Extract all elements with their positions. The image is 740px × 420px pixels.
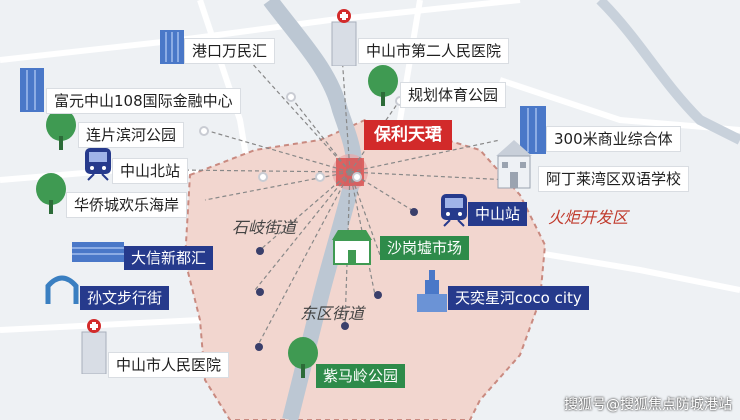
map-dot: [256, 247, 264, 255]
hospital-icon: [331, 9, 357, 66]
tree-icon: [288, 337, 318, 378]
poi-label-tianyi[interactable]: 天奕星河coco city: [448, 286, 589, 310]
map-dot: [255, 343, 263, 351]
building-icon: [160, 30, 184, 64]
poi-label-huaqiao[interactable]: 华侨城欢乐海岸: [66, 192, 188, 218]
map-dot: [199, 126, 209, 136]
poi-label-daxin[interactable]: 大信新都汇: [124, 246, 214, 270]
map-dot: [341, 322, 349, 330]
poi-label-shangye[interactable]: 300米商业综合体: [546, 126, 681, 152]
map-dot: [374, 291, 382, 299]
poi-label-sports-park[interactable]: 规划体育公园: [400, 82, 507, 108]
poi-label-hospital[interactable]: 中山市人民医院: [108, 352, 230, 378]
poi-label-zhongshan-station[interactable]: 中山站: [468, 202, 528, 226]
poi-label-north-station[interactable]: 中山北站: [112, 158, 189, 184]
district-label-dongqu: 东区街道: [300, 304, 365, 323]
market-icon: [332, 230, 372, 265]
poi-label-adingley[interactable]: 阿丁莱湾区双语学校: [538, 166, 690, 192]
poi-label-sunwen[interactable]: 孙文步行街: [80, 286, 170, 310]
map-dot: [286, 92, 296, 102]
watermark: 搜狐号@搜狐焦点防城港站: [564, 397, 732, 413]
poi-label-lianpian[interactable]: 连片滨河公园: [78, 122, 185, 148]
map-dot: [256, 288, 264, 296]
tower-icon: [417, 270, 447, 312]
map-dot: [352, 172, 362, 182]
building-icon: [520, 106, 546, 154]
poi-label-gangkou[interactable]: 港口万民汇: [184, 38, 276, 64]
building-icon: [20, 68, 44, 112]
poi-label-baoli[interactable]: 保利天珺: [364, 120, 452, 150]
tree-icon: [46, 109, 76, 150]
poi-label-fuyuan[interactable]: 富元中山108国际金融中心: [46, 88, 241, 114]
poi-label-shagang[interactable]: 沙岗墟市场: [380, 236, 470, 260]
tree-icon: [368, 65, 398, 106]
train-icon: [441, 194, 467, 227]
district-label-huoju: 火炬开发区: [548, 208, 629, 227]
map-dot: [258, 172, 268, 182]
hospital-icon: [81, 319, 107, 374]
school-icon: [496, 140, 532, 189]
district-label-shiqi: 石岐街道: [232, 218, 297, 237]
poi-label-zimaling[interactable]: 紫马岭公园: [316, 364, 406, 388]
poi-label-hospital2[interactable]: 中山市第二人民医院: [358, 38, 510, 64]
map-dot: [315, 172, 325, 182]
mall-icon: [72, 242, 124, 262]
tree-icon: [36, 173, 66, 214]
train-icon: [85, 148, 111, 181]
arch-icon: [45, 275, 79, 304]
map-dot: [410, 208, 418, 216]
